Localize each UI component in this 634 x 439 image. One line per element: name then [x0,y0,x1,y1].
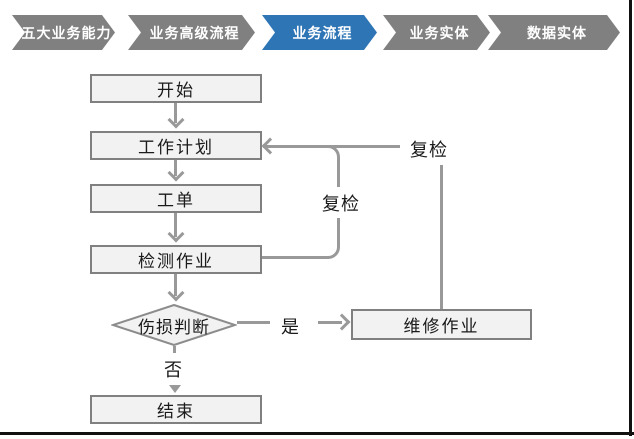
arrowhead-down-icon [167,225,185,243]
breadcrumb-step-high-level-process[interactable]: 业务高级流程 [128,15,255,50]
edge-label-no: 否 [164,356,183,382]
flow-node-work-order[interactable]: 工单 [90,184,262,213]
diamond-shape-icon [109,303,239,347]
edge-label-recheck-outer: 复检 [410,136,448,162]
breadcrumb-step-five-capabilities[interactable]: 五大业务能力 [12,15,115,50]
connector-plan-to-order [174,160,177,176]
flow-node-damage-decision[interactable]: 伤损判断 [109,303,239,347]
connector-corner-top [326,145,340,187]
flow-node-work-plan[interactable]: 工作计划 [90,131,262,160]
flow-node-start[interactable]: 开始 [90,74,262,103]
flow-node-inspection[interactable]: 检测作业 [90,245,262,274]
decision-label: 伤损判断 [138,317,210,337]
connector-decision-yes-left [237,321,270,324]
edge-label-yes: 是 [281,313,300,339]
connector-repair-recheck-vertical [440,165,443,309]
breadcrumb-step-data-entity[interactable]: 数据实体 [488,15,620,50]
page-border-bottom [0,432,634,435]
connector-inspection-to-decision [174,274,177,296]
arrowhead-down-icon [167,164,185,182]
flow-node-repair[interactable]: 维修作业 [351,309,532,340]
connector-decision-yes-right [318,321,342,324]
arrowhead-down-icon [167,284,185,302]
arrowhead-down-icon [169,385,181,393]
arrowhead-right-icon [333,313,351,331]
arrowhead-left-icon [261,137,279,155]
breadcrumb-step-business-entity[interactable]: 业务实体 [383,15,490,50]
connector-inspection-recheck-bottom [262,256,329,259]
arrowhead-down-icon [167,111,185,129]
breadcrumb-step-business-process-active[interactable]: 业务流程 [262,15,377,50]
connector-decision-no [173,346,176,353]
connector-order-to-inspection [174,213,177,237]
connector-start-to-plan [174,103,177,123]
page-border-right [629,0,632,436]
edge-label-recheck-inner: 复检 [322,190,360,216]
flow-node-end[interactable]: 结束 [90,395,262,424]
connector-corner-bottom [326,218,340,259]
